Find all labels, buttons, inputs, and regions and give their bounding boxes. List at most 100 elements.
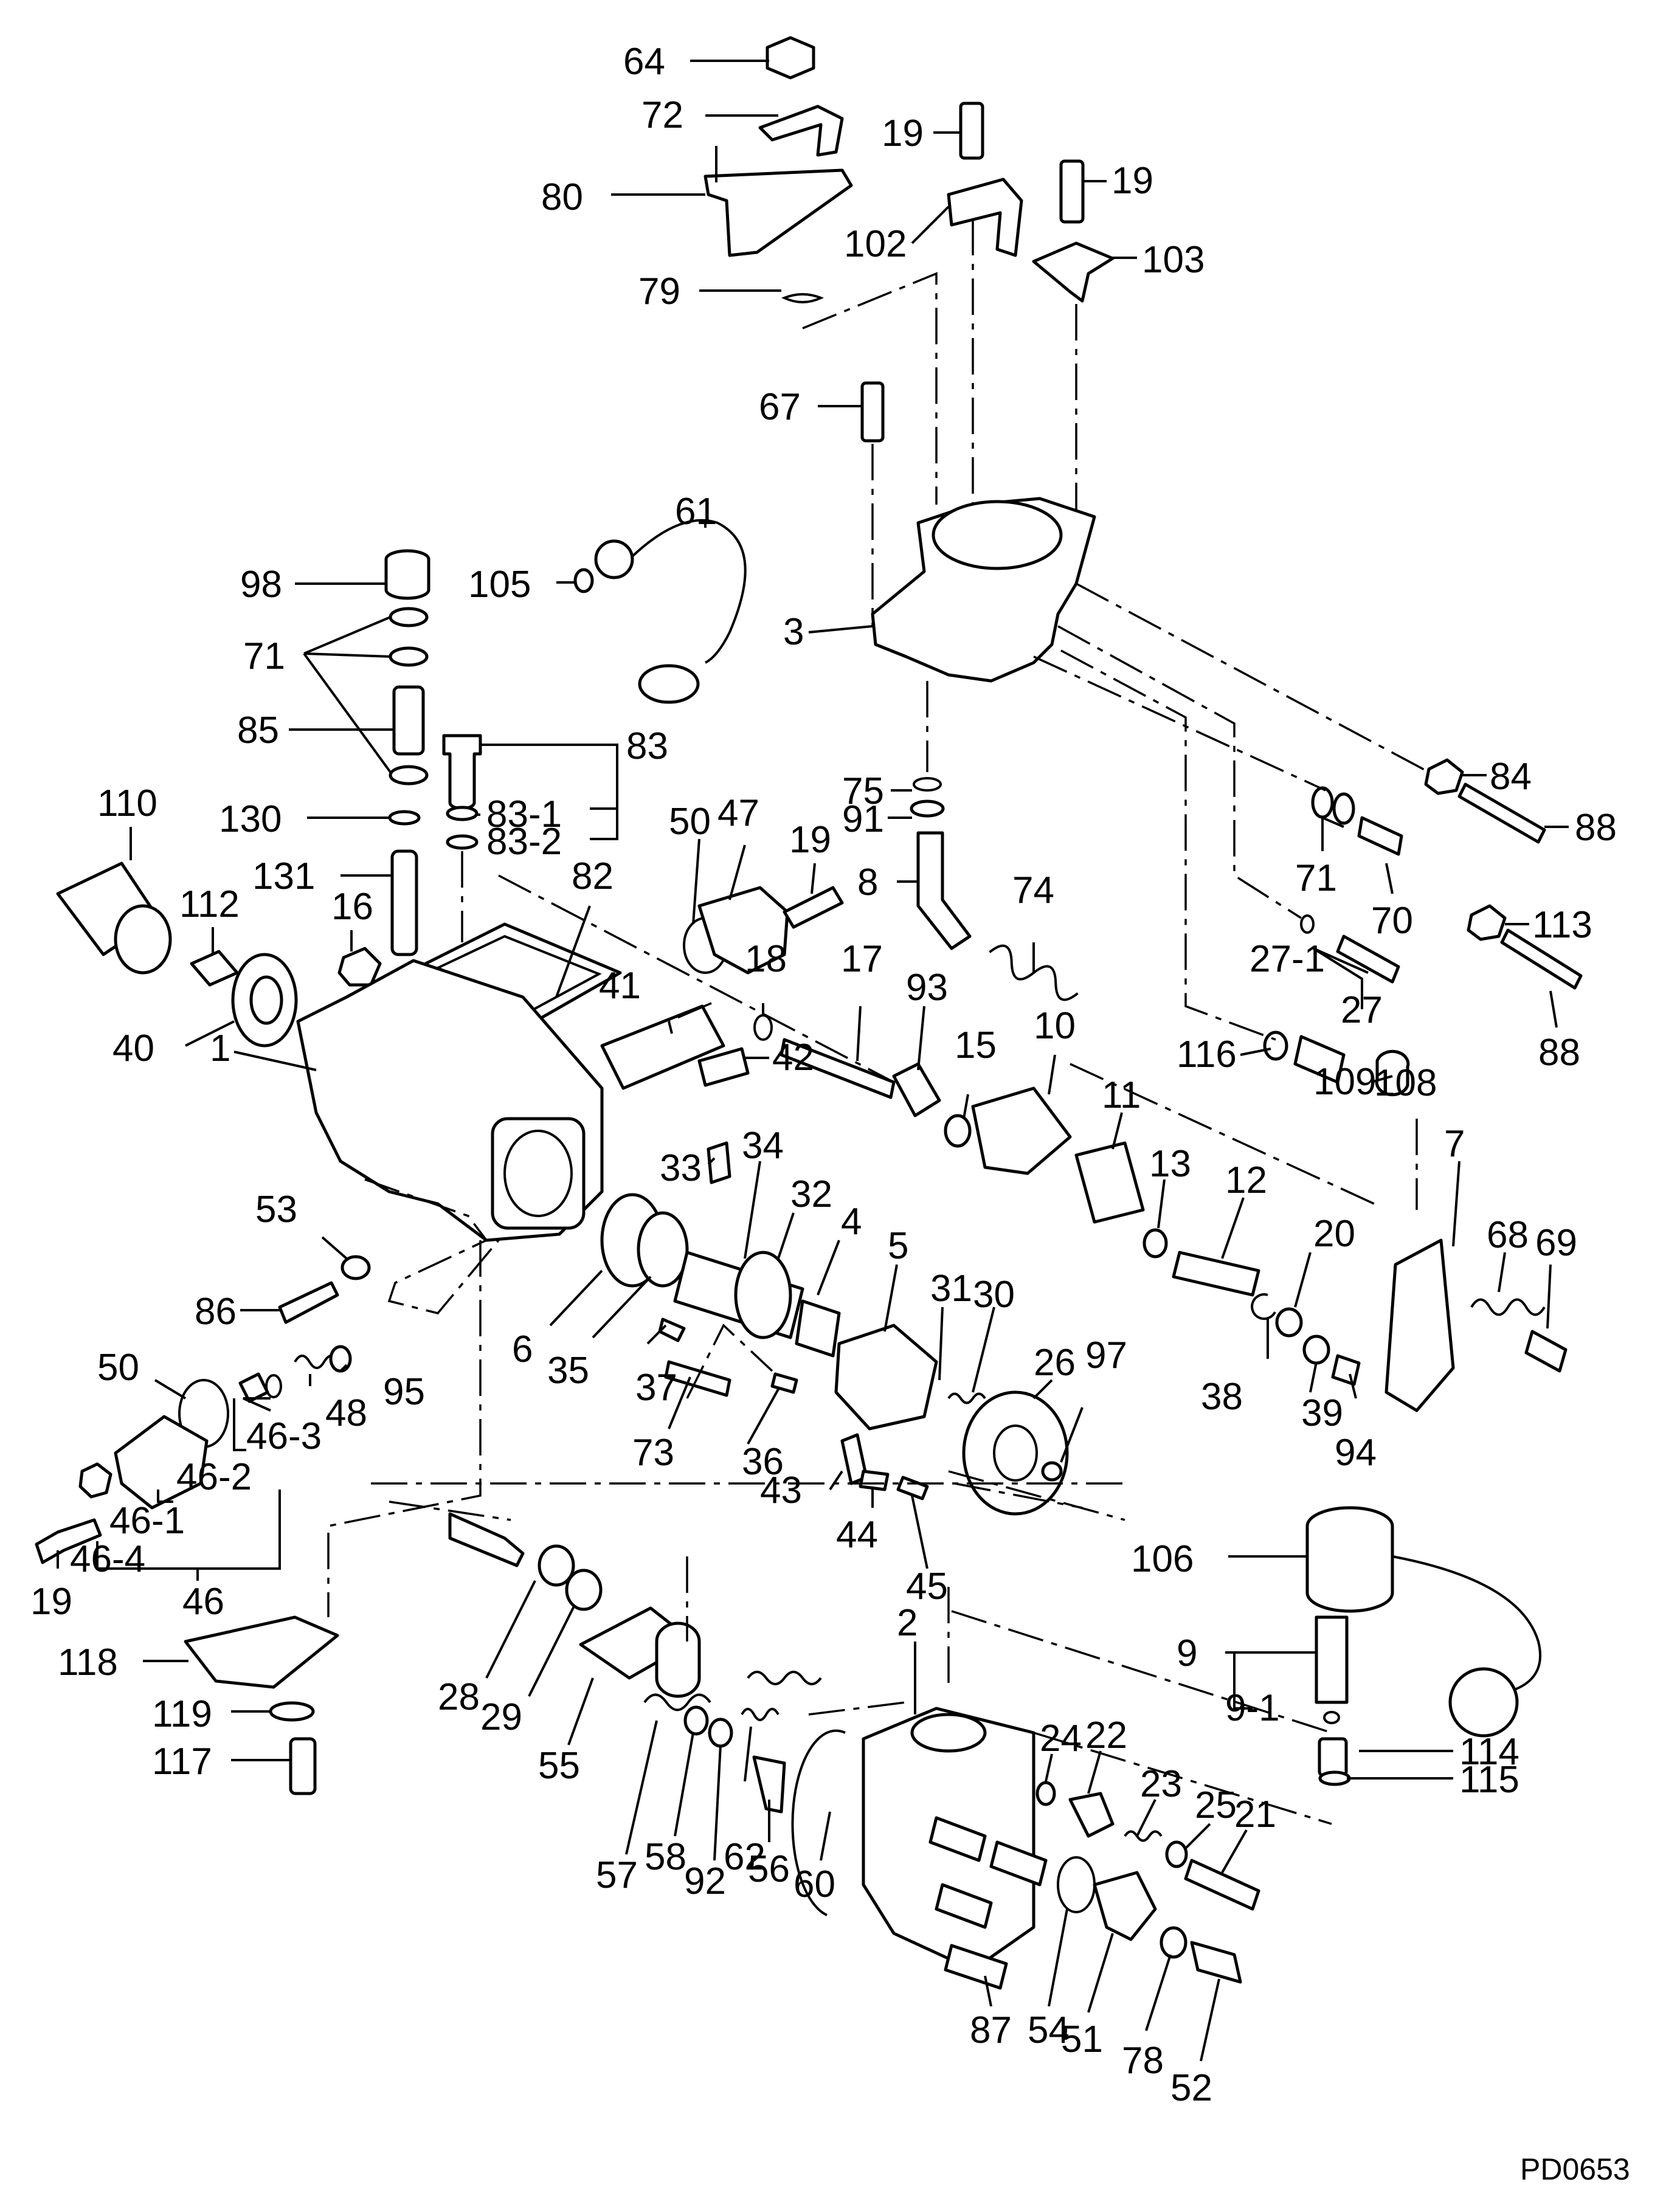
washer-13 (1142, 1228, 1168, 1259)
part-label: 20 (1313, 1213, 1355, 1255)
washer-15 (944, 1114, 972, 1148)
solenoid-106 (1305, 1506, 1394, 1613)
sensor-61 (638, 664, 700, 704)
bolt-88-b (1500, 928, 1583, 990)
part-label: 46-3 (246, 1415, 322, 1457)
bolt-69 (1524, 1330, 1568, 1373)
ring-60 (791, 1729, 846, 1916)
washer-115 (1318, 1770, 1351, 1786)
part-label: 71 (1295, 857, 1337, 899)
part-label: 16 (331, 886, 373, 928)
washer-20 (1275, 1307, 1303, 1338)
spring-set-upper (747, 1671, 822, 1685)
part-label: 22 (1085, 1714, 1127, 1756)
part-label: 86 (195, 1291, 237, 1333)
shaft-17 (780, 1038, 896, 1099)
part-label: 12 (1225, 1159, 1267, 1201)
part-label: 115 (1459, 1759, 1519, 1801)
part-label: 74 (1012, 869, 1054, 911)
bolt-19-mid (783, 886, 844, 929)
governor-diaphragm-3 (932, 500, 1063, 570)
part-label: 75 (842, 770, 884, 812)
part-label: 36 (742, 1441, 784, 1483)
part-label: 30 (973, 1274, 1015, 1316)
housing-flange-1 (491, 1117, 586, 1230)
part-label: 83-1 (486, 793, 562, 835)
washer-91 (910, 799, 945, 818)
fitting-head-a (928, 1816, 987, 1862)
part-label: 71 (243, 635, 285, 677)
part-label: 55 (538, 1745, 580, 1787)
spring-79 (781, 293, 824, 303)
pin-44 (859, 1469, 890, 1491)
bolt-70 (1357, 816, 1403, 856)
washer-28 (538, 1544, 575, 1587)
part-label: 41 (599, 965, 641, 1007)
holder-21 (1184, 1859, 1260, 1911)
coupling-4 (795, 1299, 841, 1358)
valve-22 (1068, 1792, 1115, 1838)
phantom-lines (327, 219, 1429, 1825)
part-label: 46-2 (176, 1456, 252, 1498)
part-label: 42 (772, 1037, 814, 1079)
key-33 (707, 1141, 731, 1184)
spring-68 (1470, 1298, 1546, 1316)
pin-97 (1041, 1461, 1063, 1482)
part-label: 83 (626, 725, 668, 767)
part-label: 50 (97, 1347, 139, 1389)
part-label: 91 (842, 798, 884, 840)
part-label: 108 (1374, 1062, 1437, 1104)
cable-61 (631, 519, 747, 664)
part-label: 19 (789, 819, 831, 861)
spring-57 (643, 1693, 711, 1711)
part-label: 27-1 (1250, 938, 1325, 980)
bolt-19-top-a (959, 102, 984, 160)
part-label: 116 (1177, 1034, 1237, 1076)
washer-71-right-b (1332, 792, 1355, 825)
sleeve-41 (600, 1004, 725, 1090)
part-label: 19 (1111, 160, 1153, 202)
part-label: 62 (724, 1836, 766, 1878)
piston-12 (1172, 1251, 1260, 1297)
nut-16 (337, 947, 382, 987)
bracket-80 (703, 168, 853, 257)
part-label: 56 (748, 1848, 790, 1890)
o-ring-130 (388, 810, 421, 826)
connector-61 (594, 539, 634, 579)
bracket-7 (1384, 1238, 1455, 1412)
pin-94 (1331, 1354, 1361, 1386)
fitting-85 (392, 685, 425, 756)
washer-78 (1160, 1926, 1187, 1959)
o-ring-54 (1057, 1856, 1096, 1913)
part-label: 112 (179, 883, 240, 925)
plate-103 (1032, 241, 1115, 303)
part-label: 72 (641, 94, 683, 136)
washer-71-a (389, 607, 429, 627)
lever-8 (916, 831, 972, 950)
part-label: 46-4 (70, 1538, 145, 1580)
connector-106 (1448, 1667, 1519, 1738)
part-label: 53 (255, 1189, 297, 1231)
nut-84 (1424, 758, 1464, 795)
screw-27 (1336, 934, 1400, 984)
part-label: 117 (152, 1741, 212, 1783)
drawing-id: PD0653 (1520, 2152, 1630, 2186)
part-label: 29 (480, 1696, 522, 1738)
spring-23 (1124, 1830, 1163, 1842)
washer-71-c (389, 765, 429, 786)
pin-42 (697, 1047, 750, 1087)
part-label: 19 (882, 112, 924, 154)
part-label: 18 (745, 938, 787, 980)
part-label: 10 (1034, 1005, 1076, 1047)
bracket-72 (758, 105, 844, 157)
part-drawings (35, 36, 1583, 1990)
part-label: 73 (632, 1432, 674, 1474)
part-label: 8 (857, 861, 878, 903)
part-label: 11 (1102, 1074, 1141, 1116)
part-label: 88 (1538, 1032, 1580, 1074)
bolt-19-top-b (1059, 159, 1085, 224)
part-label: 17 (841, 938, 883, 980)
part-label: 32 (790, 1173, 832, 1215)
bolt-19-bottom (35, 1518, 102, 1564)
part-label: 119 (152, 1693, 212, 1735)
